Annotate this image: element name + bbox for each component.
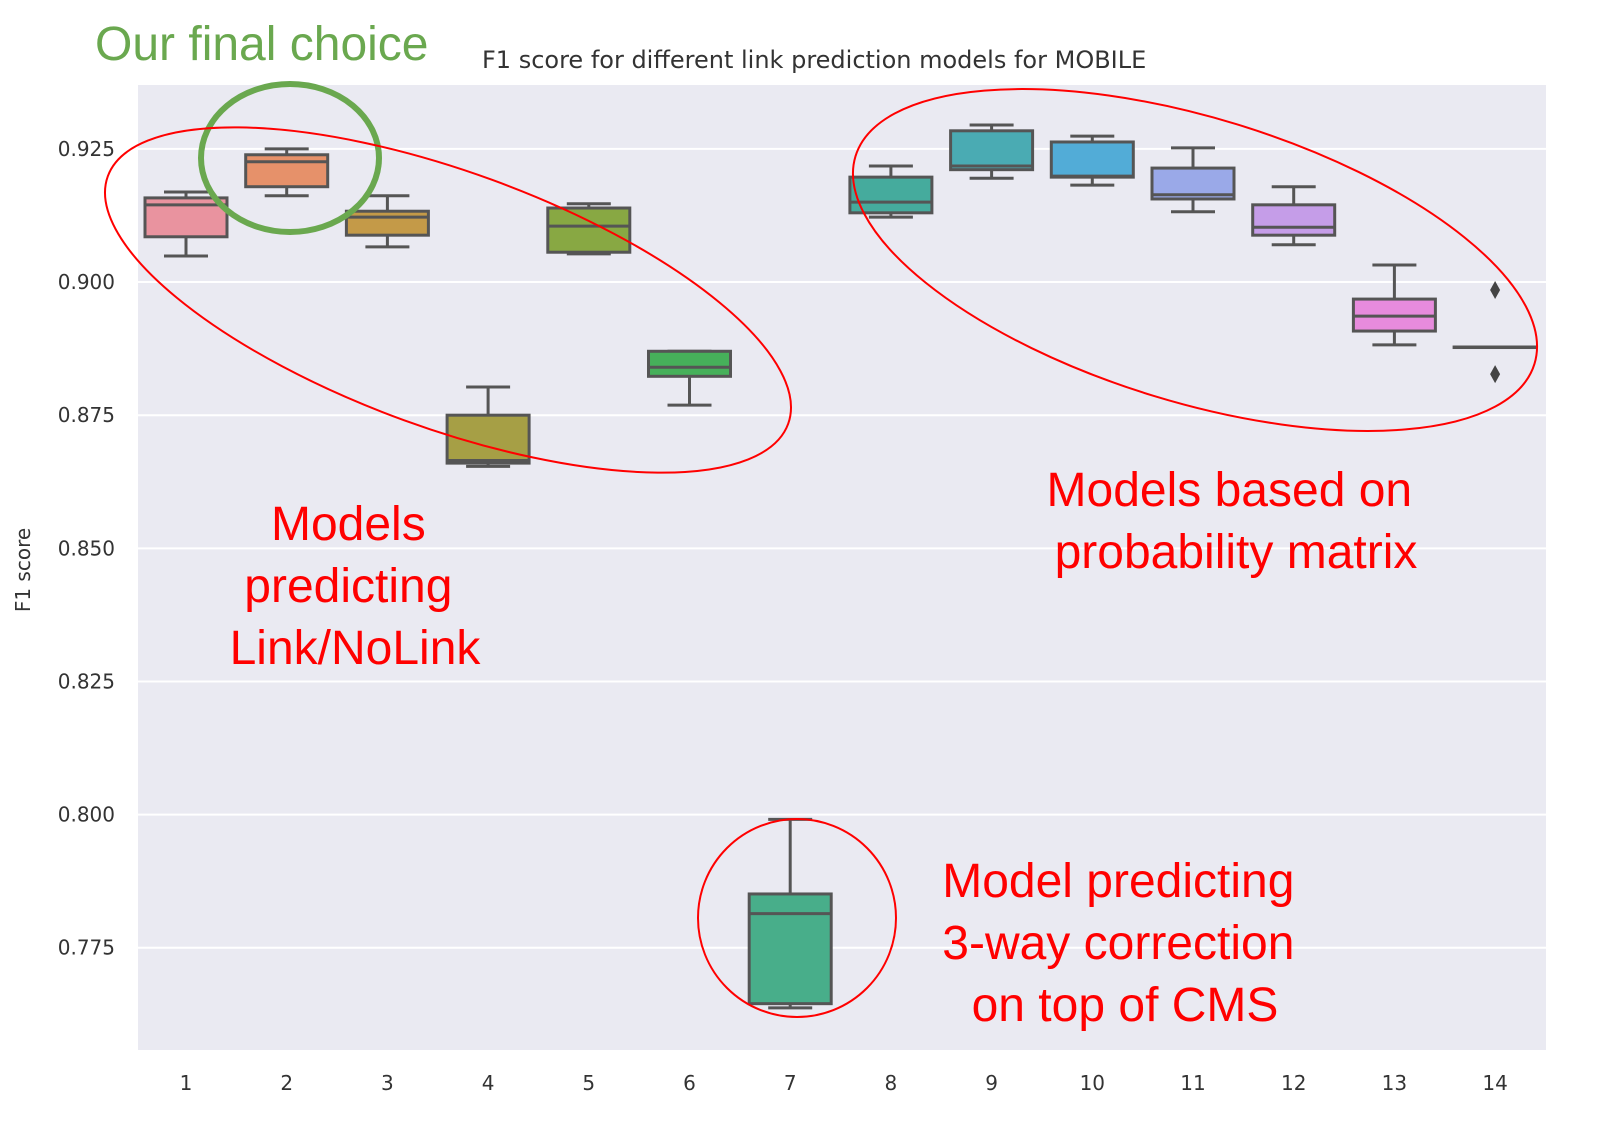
x-tick-label: 6 xyxy=(683,1071,696,1095)
y-axis-label: F1 score xyxy=(11,528,35,612)
annotation-three-way: Model predicting 3-way correction on top… xyxy=(942,855,1308,1032)
boxes xyxy=(143,123,1538,1010)
box-12 xyxy=(1251,185,1337,247)
y-tick-label: 0.925 xyxy=(58,137,115,161)
box-6 xyxy=(647,349,732,407)
box-iqr xyxy=(1251,203,1337,237)
three-way-circle xyxy=(697,818,897,1018)
y-tick-labels: 0.775 0.800 0.825 0.850 0.875 0.900 0.925 xyxy=(58,137,115,960)
y-tick-label: 0.775 xyxy=(58,936,115,960)
x-tick-label: 4 xyxy=(482,1071,495,1095)
box-iqr xyxy=(546,206,632,254)
x-tick-label: 2 xyxy=(280,1071,293,1095)
box-9 xyxy=(949,123,1035,180)
y-tick-label: 0.900 xyxy=(58,270,115,294)
box-13 xyxy=(1351,263,1437,347)
x-tick-label: 5 xyxy=(582,1071,595,1095)
y-tick-label: 0.875 xyxy=(58,403,115,427)
y-tick-label: 0.850 xyxy=(58,536,115,560)
box-iqr xyxy=(949,129,1035,172)
x-tick-label: 12 xyxy=(1281,1071,1306,1095)
outlier-marker xyxy=(1490,365,1501,384)
box-2 xyxy=(244,147,330,198)
x-tick-label: 14 xyxy=(1482,1071,1507,1095)
box-iqr xyxy=(848,175,934,215)
link-nolink-ellipse xyxy=(104,126,792,474)
box-3 xyxy=(344,194,430,249)
box-iqr xyxy=(1049,140,1135,179)
x-tick-label: 7 xyxy=(784,1071,797,1095)
final-choice-circle xyxy=(198,81,382,235)
box-iqr xyxy=(344,209,430,237)
annotation-probability-matrix: Models based on probability matrix xyxy=(1047,464,1426,579)
box-8 xyxy=(848,164,934,219)
x-tick-label: 1 xyxy=(180,1071,193,1095)
outlier-marker xyxy=(1490,281,1501,300)
x-tick-label: 9 xyxy=(985,1071,998,1095)
x-tick-label: 8 xyxy=(885,1071,898,1095)
annotation-final-choice: Our final choice xyxy=(95,18,429,71)
box-iqr xyxy=(647,349,732,378)
annotation-link-nolink: Models predicting Link/NoLink xyxy=(230,498,482,675)
box-7 xyxy=(747,817,833,1010)
box-iqr xyxy=(747,892,833,1006)
x-tick-label: 3 xyxy=(381,1071,394,1095)
y-tick-label: 0.825 xyxy=(58,669,115,693)
box-iqr xyxy=(244,153,330,189)
box-1 xyxy=(143,190,229,258)
gridlines xyxy=(138,147,1546,949)
x-tick-label: 10 xyxy=(1080,1071,1105,1095)
box-5 xyxy=(546,202,632,256)
chart-title: F1 score for different link prediction m… xyxy=(482,46,1146,74)
x-tick-label: 13 xyxy=(1382,1071,1407,1095)
x-tick-label: 11 xyxy=(1180,1071,1205,1095)
box-10 xyxy=(1049,134,1135,187)
box-11 xyxy=(1150,146,1236,214)
probability-ellipse xyxy=(851,88,1539,432)
y-tick-label: 0.800 xyxy=(58,803,115,827)
